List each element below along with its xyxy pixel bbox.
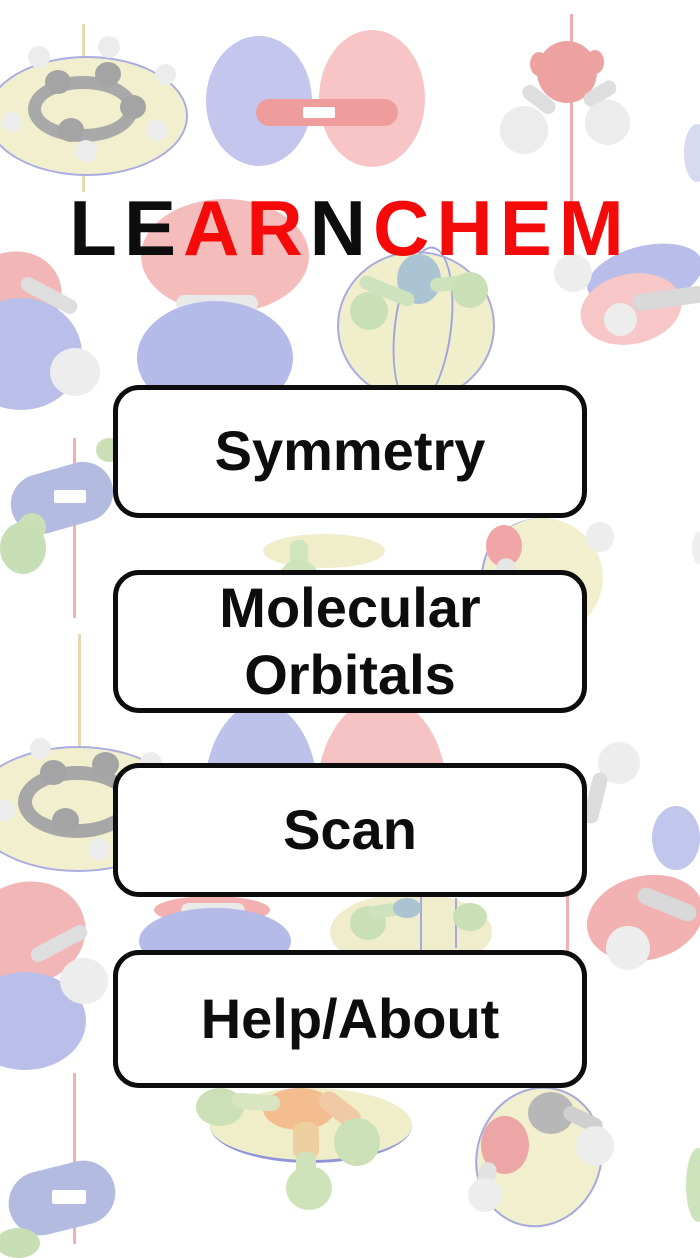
orbital-lobe-blue <box>684 124 700 182</box>
hydrogen-atom <box>2 112 22 132</box>
ligand-atom <box>453 903 487 931</box>
bond-highlight <box>52 1190 86 1204</box>
carbon-atom <box>40 760 67 785</box>
ligand-atom <box>286 1166 332 1210</box>
hydrogen-atom <box>50 348 100 396</box>
title-letter: E <box>123 184 183 272</box>
carbon-atom <box>45 70 71 94</box>
hydrogen-atom <box>468 1178 502 1212</box>
bond-highlight <box>54 490 86 503</box>
oxygen-atom <box>586 50 604 74</box>
hydrogen-atom <box>554 254 592 292</box>
bond-highlight <box>303 107 335 118</box>
hydrogen-atom <box>0 800 15 821</box>
metal-atom <box>393 898 421 918</box>
hydrogen-atom <box>146 120 167 141</box>
orbital-cloud <box>263 534 385 568</box>
carbon-atom <box>92 752 119 777</box>
menu-button-label: Molecular Orbitals <box>219 576 481 706</box>
orbital-lobe-blue <box>652 806 700 870</box>
hydrogen-atom <box>88 838 110 860</box>
hydrogen-atom <box>586 522 614 552</box>
title-letter: L <box>69 184 124 272</box>
ligand-atom <box>686 1148 700 1222</box>
menu-button-label: Help/About <box>200 986 500 1050</box>
title-letter: M <box>558 184 631 272</box>
title-letter: A <box>182 184 247 272</box>
ligand-atom <box>0 1228 40 1258</box>
hydrogen-atom <box>155 64 176 85</box>
hydrogen-atom <box>75 140 97 162</box>
ligand-atom <box>0 522 46 574</box>
hydrogen-atom <box>585 100 630 145</box>
hydrogen-atom <box>606 926 650 970</box>
symmetry-axis-line <box>78 634 81 758</box>
hydrogen-atom <box>500 106 548 154</box>
symmetry-axis-line <box>73 1073 76 1244</box>
bond <box>231 1092 281 1112</box>
hydrogen-atom <box>604 303 637 336</box>
hydrogen-atom <box>60 958 108 1004</box>
menu-button-molecular-orbitals[interactable]: Molecular Orbitals <box>113 570 587 713</box>
menu-button-help-about[interactable]: Help/About <box>113 950 587 1088</box>
title-letter: C <box>373 184 437 272</box>
carbon-atom <box>58 118 84 142</box>
app-title: LEARNCHEM <box>0 186 700 270</box>
title-letter: R <box>246 184 310 272</box>
orbital-ring <box>420 895 422 950</box>
menu-button-scan[interactable]: Scan <box>113 763 587 897</box>
ligand-atom <box>452 272 488 308</box>
symmetry-axis-line <box>570 14 573 228</box>
carbon-atom <box>120 95 146 119</box>
menu-button-label: Symmetry <box>214 419 486 483</box>
hydrogen-atom <box>576 1126 614 1166</box>
hydrogen-atom <box>692 532 700 564</box>
title-letter: E <box>499 184 559 272</box>
carbon-atom <box>52 808 79 833</box>
ligand-atom <box>350 292 388 330</box>
title-letter: H <box>436 184 500 272</box>
oxygen-atom <box>530 52 548 76</box>
menu-button-symmetry[interactable]: Symmetry <box>113 385 587 518</box>
orbital-lobe-red <box>141 199 309 313</box>
title-letter: N <box>309 184 373 272</box>
hydrogen-atom <box>98 36 120 58</box>
ligand-atom <box>334 1118 380 1166</box>
hydrogen-atom <box>30 738 51 759</box>
menu-button-label: Scan <box>283 797 417 861</box>
carbon-atom <box>95 62 121 86</box>
symmetry-axis-line <box>73 438 76 618</box>
hydrogen-atom <box>28 46 50 68</box>
orbital-lobe-red <box>319 30 425 167</box>
